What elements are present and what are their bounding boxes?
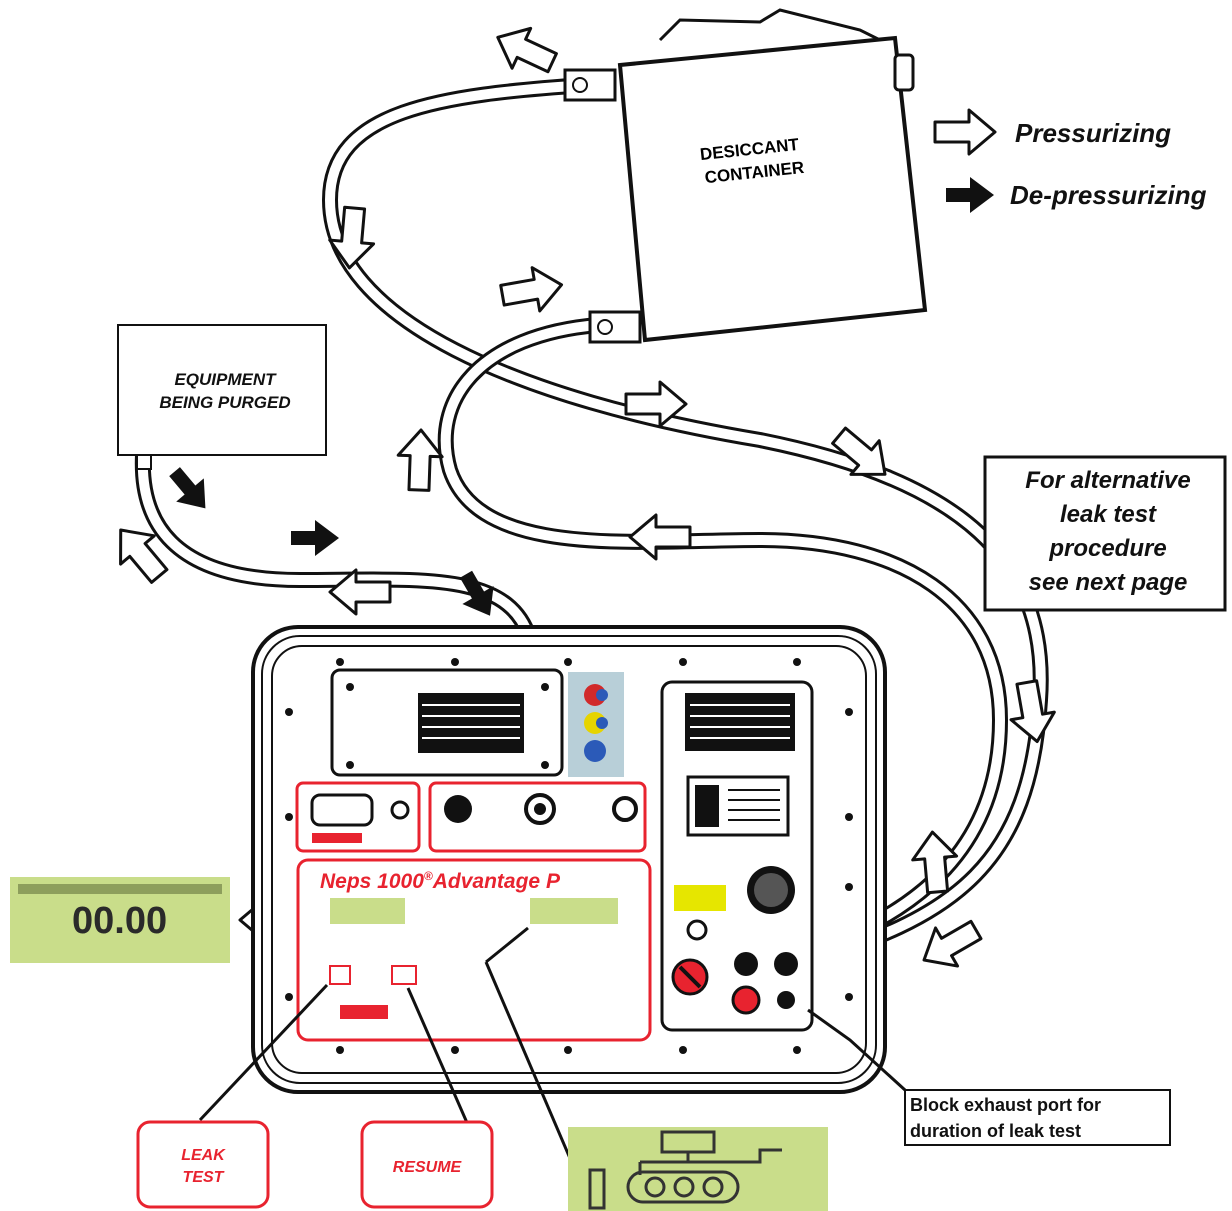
exhaust-line1: Block exhaust port for xyxy=(910,1095,1101,1115)
note-line1: For alternative xyxy=(1025,467,1190,494)
panel-model: Neps 1000®Advantage P xyxy=(320,869,561,893)
flow-schematic xyxy=(568,1127,828,1211)
resume-label: RESUME xyxy=(393,1159,463,1176)
flow-arrow-icon xyxy=(497,261,567,319)
note-line2: leak test xyxy=(1060,501,1157,528)
hollow-arrow-icon xyxy=(933,108,997,156)
exhaust-line2: duration of leak test xyxy=(910,1121,1081,1141)
leak-test-line2: TEST xyxy=(183,1169,225,1186)
panel-screws xyxy=(285,658,853,1054)
flow-arrow-icon xyxy=(1003,677,1061,747)
solid-arrow-icon xyxy=(291,520,339,556)
solid-arrow-icon xyxy=(160,460,220,520)
desiccant-container: DESICCANT CONTAINER xyxy=(563,8,928,344)
flow-arrow-icon xyxy=(487,15,563,85)
alternative-note: For alternative leak test procedure see … xyxy=(983,455,1227,612)
solid-arrow-icon xyxy=(946,177,994,213)
equipment-label-line1: EQUIPMENT xyxy=(174,370,277,389)
leader-lines xyxy=(198,926,907,1171)
equipment-box: EQUIPMENT BEING PURGED xyxy=(117,324,327,470)
leak-test-line1: LEAK xyxy=(181,1147,226,1164)
note-line4: see next page xyxy=(1029,569,1188,596)
lcd-display: 00.00 xyxy=(10,877,230,963)
leak-test-callout: LEAK TEST xyxy=(136,1120,270,1209)
legend-depressurizing: De-pressurizing xyxy=(1010,180,1207,210)
display-value: 00.00 xyxy=(72,900,167,942)
equipment-label-line2: BEING PURGED xyxy=(159,393,290,412)
note-line3: procedure xyxy=(1048,535,1166,562)
flow-arrow-icon xyxy=(395,427,445,493)
control-panel: Neps 1000®Advantage P xyxy=(251,625,887,1094)
legend: Pressurizing De-pressurizing xyxy=(933,108,1207,213)
flow-arrow-icon xyxy=(628,513,692,561)
legend-pressurizing: Pressurizing xyxy=(1015,118,1171,148)
hoses xyxy=(134,77,1049,973)
resume-callout: RESUME xyxy=(360,1120,494,1209)
exhaust-note: Block exhaust port for duration of leak … xyxy=(904,1089,1171,1146)
